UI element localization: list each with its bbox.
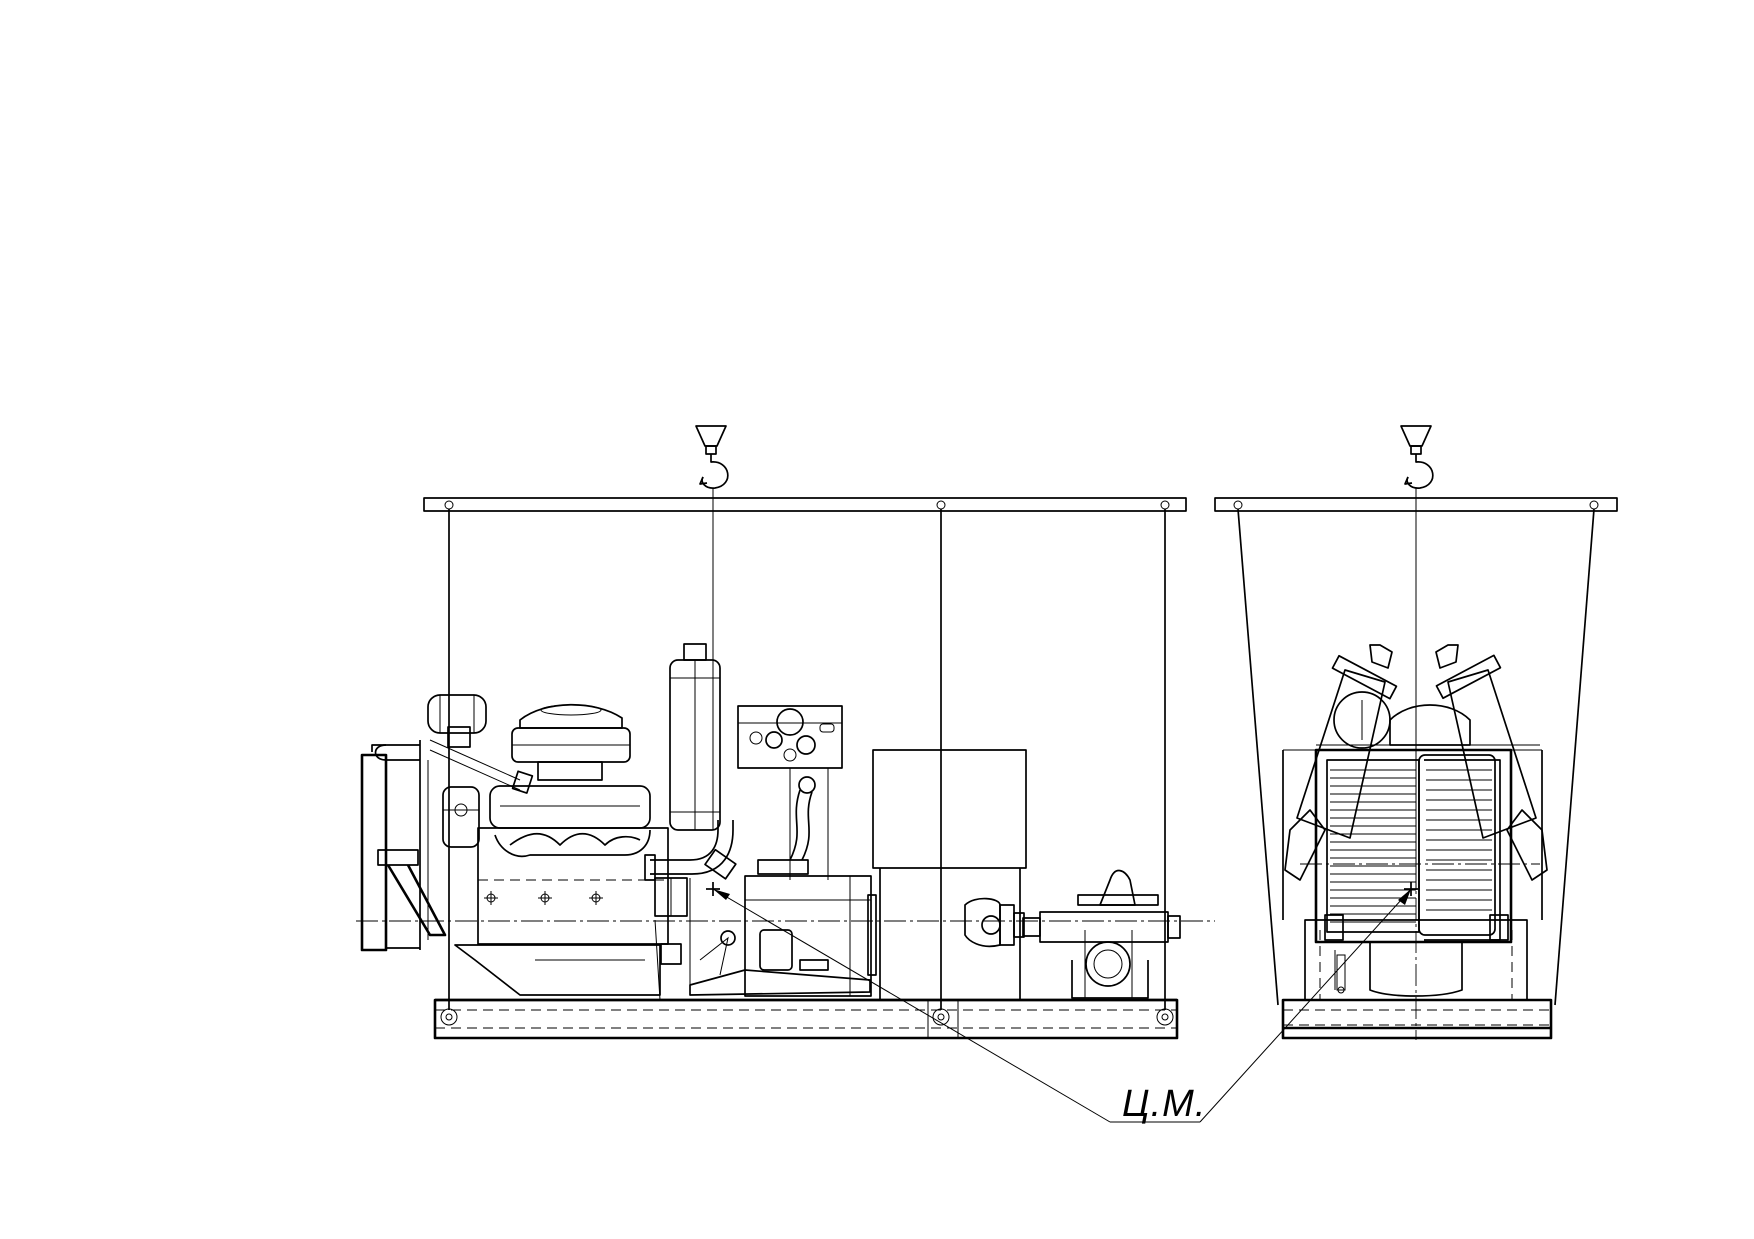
centrifugal-pump-side [1022,869,1181,999]
gearbox-side [689,776,877,997]
center-of-mass-label: Ц.М. [1122,1083,1206,1125]
radiator-louvres [1330,769,1492,923]
base-frame-side [433,998,1179,1040]
coupling-side [654,848,737,1001]
end-view [1214,425,1618,1040]
beam-lug-1 [444,500,454,510]
muffler-side [669,643,721,831]
engine-side [454,703,734,996]
beam-lug-2 [936,500,946,510]
control-panel-side [737,705,843,880]
oil-pan-end [1324,914,1509,997]
shaft-coupling-side [964,897,1025,948]
slings-side [448,488,1166,1010]
center-of-mass-leader [712,888,1412,1123]
crane-hook-end [1400,425,1434,489]
beam-lug-end-1 [1233,500,1243,510]
radiator-side [360,740,447,952]
crane-hook-side [695,425,729,489]
beam-lug-3 [1160,500,1170,510]
lifting-beam-side [423,497,1187,512]
beam-lug-end-2 [1589,500,1599,510]
slings-end [1237,488,1595,1006]
radiator-end [1282,744,1543,944]
air-cleaner-side [427,694,534,848]
air-filter-end [1333,691,1471,749]
fuel-tank-side [872,749,1027,1000]
side-view [356,425,1215,1040]
